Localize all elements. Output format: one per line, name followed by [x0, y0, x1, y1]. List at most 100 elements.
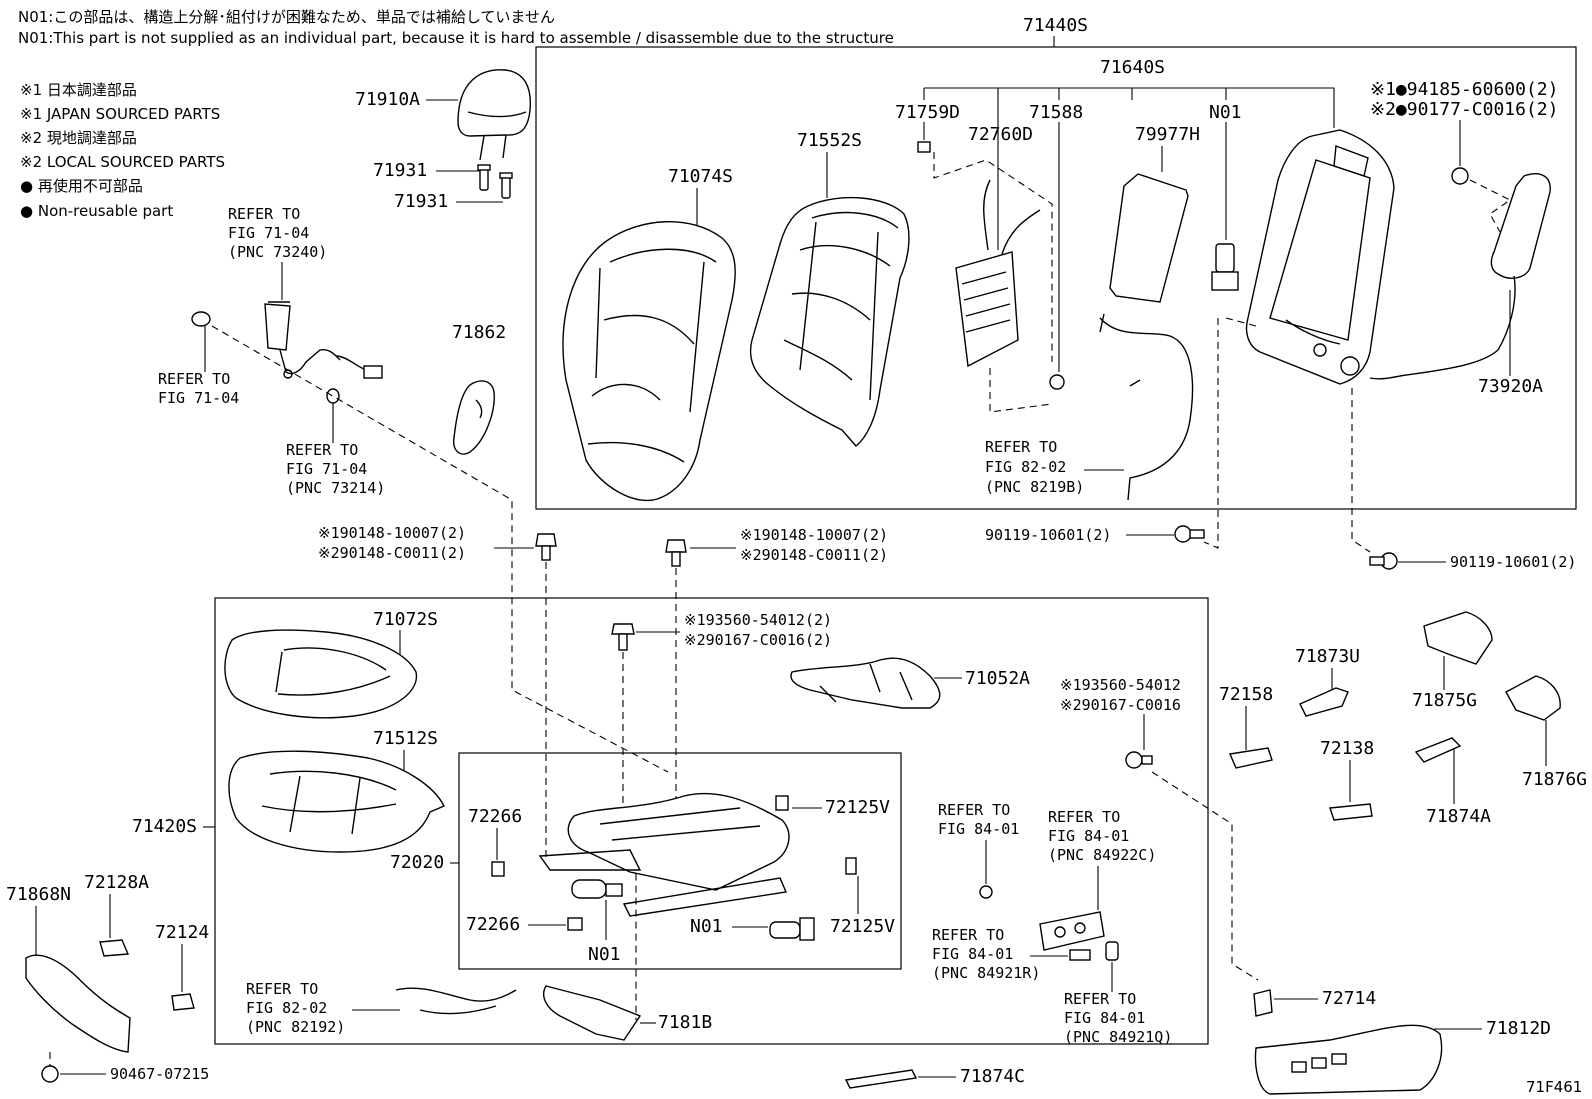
label-93560-left-1: ※193560-54012(2) — [684, 611, 832, 629]
dashed-path-heater — [933, 152, 1053, 362]
label-93560-right-2: ※290167-C0016 — [1060, 696, 1181, 714]
cushion-frame-71052A — [790, 657, 941, 709]
ref-8401-line1: REFER TO — [938, 801, 1010, 819]
bolt-90148-left — [535, 533, 557, 561]
label-72158: 72158 — [1219, 684, 1273, 705]
ref-7104-line2: FIG 71-04 — [158, 389, 239, 407]
seat-cushion-pad-71512S — [228, 750, 445, 853]
ref-8219B-line1: REFER TO — [985, 438, 1057, 456]
screw-90467 — [41, 1065, 59, 1083]
label-90467: 90467-07215 — [110, 1065, 209, 1083]
label-90148-right-1: ※190148-10007(2) — [740, 526, 888, 544]
seat-track-sub-box — [458, 752, 902, 970]
buckle-bolt-cap — [191, 311, 211, 327]
label-N01-track-right: N01 — [690, 916, 723, 937]
ref-84922C-line3: (PNC 84922C) — [1048, 846, 1156, 864]
label-7181B: 7181B — [658, 1012, 712, 1033]
label-71868N: 71868N — [6, 884, 71, 905]
label-72128A: 72128A — [84, 872, 149, 893]
label-71931-lower: 71931 — [394, 191, 448, 212]
label-90148-right-2: ※290148-C0011(2) — [740, 546, 888, 564]
front-cover-71868N — [25, 954, 131, 1053]
seat-belt-buckle — [264, 301, 383, 379]
label-71876G: 71876G — [1522, 769, 1587, 790]
ref-84922C-line2: FIG 84-01 — [1048, 827, 1129, 845]
clip-94185 — [1451, 167, 1469, 185]
note-n01-english: N01:This part is not supplied as an indi… — [18, 29, 894, 47]
seatback-pad-71552S — [749, 196, 910, 447]
label-90148-left-2: ※290148-C0011(2) — [318, 544, 466, 562]
label-71588: 71588 — [1029, 102, 1083, 123]
headrest — [457, 69, 532, 161]
cover-71876G — [1505, 675, 1561, 721]
legend-line-2: ※1 JAPAN SOURCED PARTS — [20, 105, 220, 123]
label-90177: ※2●90177-C0016(2) — [1370, 99, 1558, 120]
bracket-71640S — [923, 87, 1335, 128]
switch-clip — [979, 885, 993, 899]
ref-7104-line1: REFER TO — [158, 370, 230, 388]
ref-84921Q-line2: FIG 84-01 — [1064, 1009, 1145, 1027]
seat-side-shield-71812D — [1254, 1024, 1443, 1095]
dashed-path-93560-right — [1151, 771, 1259, 981]
dashed-path-frame-left — [1225, 317, 1257, 327]
cover-71874C — [844, 1069, 918, 1089]
legend-line-6: ● Non-reusable part — [20, 202, 173, 220]
ref-84921R-line3: (PNC 84921R) — [932, 964, 1040, 982]
track-motor-N01 — [571, 879, 623, 899]
clip-72128A — [99, 939, 130, 957]
label-71875G: 71875G — [1412, 690, 1477, 711]
label-93560-right-1: ※193560-54012 — [1060, 676, 1181, 694]
dashed-path-buckle — [211, 325, 669, 773]
cover-72138 — [1329, 803, 1373, 821]
ref-8401-line2: FIG 84-01 — [938, 820, 1019, 838]
dashed-path-bolt-right — [1351, 388, 1371, 553]
note-n01-japanese: N01:この部品は、構造上分解･組付けが困難なため、単品では補給していません — [18, 8, 555, 26]
figure-id: 71F461 — [1526, 1078, 1582, 1096]
label-72266-lower: 72266 — [466, 914, 520, 935]
label-72125V-lower: 72125V — [830, 916, 895, 937]
seatback-cover-71074S — [562, 221, 736, 502]
track-motor-N01-right — [769, 917, 815, 941]
label-71552S: 71552S — [797, 130, 862, 151]
label-71440S: 71440S — [1023, 15, 1088, 36]
label-71874C: 71874C — [960, 1066, 1025, 1087]
headrest-guide-71931-upper — [477, 164, 491, 191]
label-71072S: 71072S — [373, 609, 438, 630]
label-90148-left-1: ※190148-10007(2) — [318, 524, 466, 542]
headrest-guide-71931-lower — [499, 172, 513, 199]
label-72124: 72124 — [155, 922, 209, 943]
ref-84921Q-line1: REFER TO — [1064, 990, 1136, 1008]
cushion-harness-82192 — [395, 987, 517, 1015]
cover-71874A — [1414, 737, 1462, 763]
clip-71759D — [917, 141, 931, 153]
ref-73214-line1: REFER TO — [286, 441, 358, 459]
label-72138: 72138 — [1320, 738, 1374, 759]
label-73920A: 73920A — [1478, 376, 1543, 397]
ref-84922C-line1: REFER TO — [1048, 808, 1120, 826]
ref-82192-line3: (PNC 82192) — [246, 1018, 345, 1036]
seatback-frame — [1245, 129, 1395, 385]
switch-knob — [1105, 941, 1119, 961]
label-71874A: 71874A — [1426, 806, 1491, 827]
bracket-72266-upper — [491, 861, 505, 877]
label-71910A: 71910A — [355, 89, 420, 110]
cover-72125V-lower — [845, 857, 857, 875]
cover-71875G — [1423, 611, 1493, 665]
bolt-93560-left — [611, 623, 635, 651]
ref-82192-line1: REFER TO — [246, 980, 318, 998]
label-72020: 72020 — [390, 852, 444, 873]
seat-cushion-assembly-box — [214, 597, 1209, 1045]
label-71512S: 71512S — [373, 728, 438, 749]
ref-8219B-line3: (PNC 8219B) — [985, 478, 1084, 496]
legend-line-5: ● 再使用不可部品 — [20, 177, 143, 195]
ref-73240-line3: (PNC 73240) — [228, 243, 327, 261]
label-72125V-upper: 72125V — [825, 797, 890, 818]
clip-71588 — [1049, 374, 1065, 390]
lumbar-pad-79977H — [1109, 173, 1189, 303]
ref-73214-line3: (PNC 73214) — [286, 479, 385, 497]
label-71420S: 71420S — [132, 816, 197, 837]
label-79977H: 79977H — [1135, 124, 1200, 145]
label-93560-left-2: ※290167-C0016(2) — [684, 631, 832, 649]
cover-72158 — [1229, 747, 1273, 769]
bracket-72266-lower — [567, 917, 583, 931]
